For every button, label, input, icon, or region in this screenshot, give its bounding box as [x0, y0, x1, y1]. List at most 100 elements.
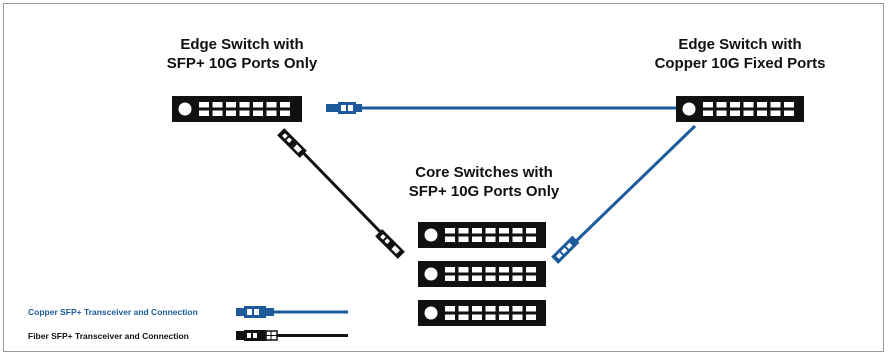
- switch-port: [239, 110, 250, 116]
- legend-copper-sample: [236, 306, 348, 318]
- title-line: SFP+ 10G Ports Only: [166, 55, 318, 72]
- edge-switch-left: [172, 96, 302, 122]
- switch-port: [757, 110, 767, 116]
- switch-port: [458, 228, 469, 234]
- switch-port: [499, 275, 509, 281]
- switch-port: [226, 110, 236, 116]
- switch-port: [512, 314, 523, 320]
- switch-body: [676, 96, 804, 122]
- switch-port: [499, 228, 509, 234]
- copper-connection-right-edge-to-core: [570, 124, 697, 247]
- edge-switch-left-title: Edge Switch with SFP+ 10G Ports Only: [112, 35, 372, 73]
- edge-switch-right: [676, 96, 804, 122]
- switch-body: [418, 222, 546, 248]
- switch-port: [526, 275, 536, 281]
- switch-port: [266, 110, 277, 116]
- title-line: SFP+ 10G Ports Only: [408, 183, 560, 200]
- switch-port: [485, 314, 496, 320]
- title-line: Edge Switch with: [678, 36, 802, 53]
- switch-port: [280, 102, 290, 108]
- switch-port: [757, 102, 767, 108]
- switch-status-indicator: [424, 228, 438, 242]
- legend-fiber-sample: [236, 330, 348, 341]
- switch-port: [770, 110, 781, 116]
- switch-port: [784, 102, 794, 108]
- switch-port: [253, 102, 263, 108]
- switch-port: [445, 267, 455, 273]
- switch-port: [499, 267, 509, 273]
- switch-port: [445, 275, 455, 281]
- core-switch-1: [418, 222, 546, 248]
- switch-port: [485, 236, 496, 242]
- switch-port: [526, 314, 536, 320]
- switch-port: [770, 102, 781, 108]
- switch-port: [199, 102, 209, 108]
- switch-port: [716, 102, 727, 108]
- switch-port: [458, 275, 469, 281]
- switch-status-indicator: [424, 306, 438, 320]
- title-line: Copper 10G Fixed Ports: [654, 55, 826, 72]
- switch-body: [418, 300, 546, 326]
- switch-port: [445, 306, 455, 312]
- switch-port: [485, 267, 496, 273]
- switch-port: [485, 306, 496, 312]
- switch-port: [445, 236, 455, 242]
- switch-port: [266, 102, 277, 108]
- switch-status-indicator: [682, 102, 696, 116]
- switch-port: [526, 306, 536, 312]
- switch-port: [499, 314, 509, 320]
- copper-sfp-transceiver: [551, 235, 580, 264]
- switch-port: [526, 228, 536, 234]
- switch-port: [472, 275, 482, 281]
- switch-port: [472, 314, 482, 320]
- switch-port: [743, 102, 754, 108]
- switch-port: [743, 110, 754, 116]
- switch-port: [212, 102, 223, 108]
- switch-port: [458, 314, 469, 320]
- switch-port: [703, 102, 713, 108]
- switch-port: [212, 110, 223, 116]
- switch-port: [472, 236, 482, 242]
- legend-fiber-label: Fiber SFP+ Transceiver and Connection: [28, 331, 189, 341]
- legend-copper-label: Copper SFP+ Transceiver and Connection: [28, 307, 198, 317]
- switch-status-indicator: [424, 267, 438, 281]
- switch-port: [280, 110, 290, 116]
- switch-port: [512, 267, 523, 273]
- core-switch-2: [418, 261, 546, 287]
- switch-port: [239, 102, 250, 108]
- switch-port: [512, 306, 523, 312]
- switch-port: [485, 275, 496, 281]
- switch-status-indicator: [178, 102, 192, 116]
- switch-port: [458, 306, 469, 312]
- switch-port: [458, 236, 469, 242]
- title-line: Core Switches with: [415, 164, 553, 181]
- diagram-frame: [3, 3, 884, 352]
- copper-sfp-transceiver: [326, 102, 362, 114]
- switch-port: [716, 110, 727, 116]
- switch-port: [458, 267, 469, 273]
- switch-port: [226, 102, 236, 108]
- switch-port: [499, 236, 509, 242]
- switch-port: [512, 228, 523, 234]
- switch-body: [172, 96, 302, 122]
- edge-switch-right-title: Edge Switch with Copper 10G Fixed Ports: [610, 35, 870, 73]
- switch-body: [418, 261, 546, 287]
- switch-port: [730, 102, 740, 108]
- fiber-sfp-transceiver: [375, 229, 405, 259]
- switch-port: [199, 110, 209, 116]
- switch-port: [512, 275, 523, 281]
- core-switches-title: Core Switches with SFP+ 10G Ports Only: [354, 163, 614, 201]
- switch-port: [512, 236, 523, 242]
- switch-port: [445, 314, 455, 320]
- title-line: Edge Switch with: [180, 36, 304, 53]
- switch-port: [703, 110, 713, 116]
- switch-port: [526, 267, 536, 273]
- switch-port: [253, 110, 263, 116]
- switch-port: [499, 306, 509, 312]
- switch-port: [472, 267, 482, 273]
- switch-port: [472, 306, 482, 312]
- switch-port: [485, 228, 496, 234]
- switch-port: [730, 110, 740, 116]
- switch-port: [445, 228, 455, 234]
